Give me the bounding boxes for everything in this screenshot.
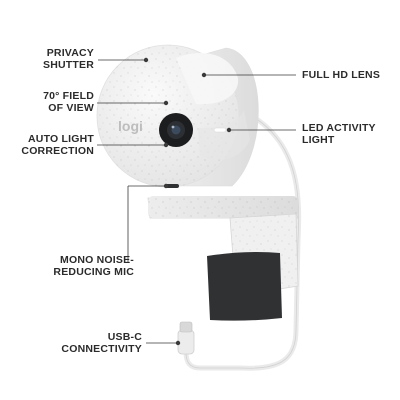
callout-privacy-shutter: PRIVACY SHUTTER bbox=[43, 47, 94, 71]
callout-lines bbox=[97, 57, 296, 346]
led-indicator bbox=[213, 127, 227, 133]
callout-mono-mic: MONO NOISE- REDUCING MIC bbox=[53, 254, 134, 278]
logo-text: logi bbox=[118, 118, 143, 134]
camera-body bbox=[96, 44, 259, 188]
callout-led-activity-light: LED ACTIVITY LIGHT bbox=[302, 122, 376, 146]
callout-full-hd-lens: FULL HD LENS bbox=[302, 69, 381, 81]
callout-auto-light-correction: AUTO LIGHT CORRECTION bbox=[21, 133, 94, 157]
mounting-clip bbox=[147, 196, 299, 321]
mic-slot bbox=[165, 184, 179, 188]
callout-field-of-view: 70° FIELD OF VIEW bbox=[43, 90, 94, 114]
usb-c-plug bbox=[177, 321, 195, 355]
clip-pad bbox=[207, 252, 282, 321]
callout-usb-c: USB-C CONNECTIVITY bbox=[61, 331, 142, 355]
